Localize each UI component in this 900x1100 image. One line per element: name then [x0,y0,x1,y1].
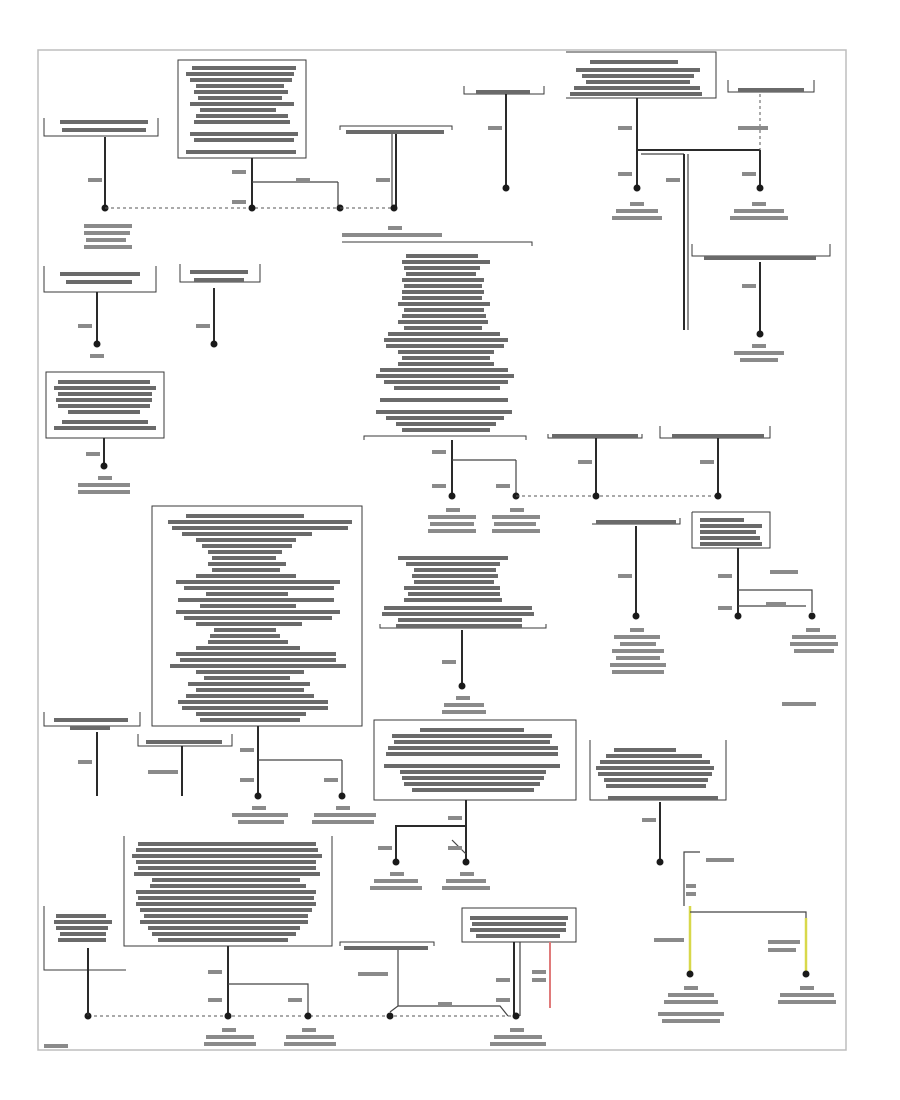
page-code-label [44,1044,68,1048]
component-box-lower-left-text [168,514,352,722]
ground-point-label [342,226,533,246]
component-box-upper-left-text [186,66,298,154]
diagram-code-label [782,702,816,706]
wire-color-label [88,178,102,182]
diagram-frame [37,49,847,1051]
component-label [137,734,233,747]
ground-point-label [612,202,788,220]
ground-point-label [232,806,376,824]
component-label [547,434,643,439]
component-label [339,941,435,950]
component-box-right-lower [589,740,727,801]
component-label [659,426,771,439]
battery-ground [683,851,734,906]
component-label [179,264,261,283]
center-component-list [363,254,527,440]
component-label [43,712,141,730]
component-box-center-lower [373,719,577,801]
component-label [43,906,126,971]
ground-point-label [84,224,132,249]
ground-point-label [370,872,490,890]
component-label [463,86,545,95]
component-box-bottom-right-text [470,916,568,938]
component-top-left-label [43,118,159,137]
ground-point-label [428,508,540,533]
component-label [691,244,831,260]
ground-point-label [204,1028,336,1046]
component-box-right [691,511,771,549]
component-box-top-right [566,51,717,99]
component-label [592,518,681,525]
ground-point-label [658,986,836,1023]
component-label [43,266,157,293]
component-box-bottom [123,836,333,947]
ground-point-label [734,344,784,362]
ground-point-label [490,1028,546,1046]
component-label-center-lower [379,556,547,629]
component-box-center-lower-text [384,728,560,792]
component-label [727,80,815,93]
ground-point-label [790,628,838,653]
component-box-left-middle-text [54,380,156,430]
ground-point-label [610,628,666,674]
ground-point-label [442,696,486,714]
ground-point-label [78,476,130,494]
component-center-top-label [339,125,453,134]
